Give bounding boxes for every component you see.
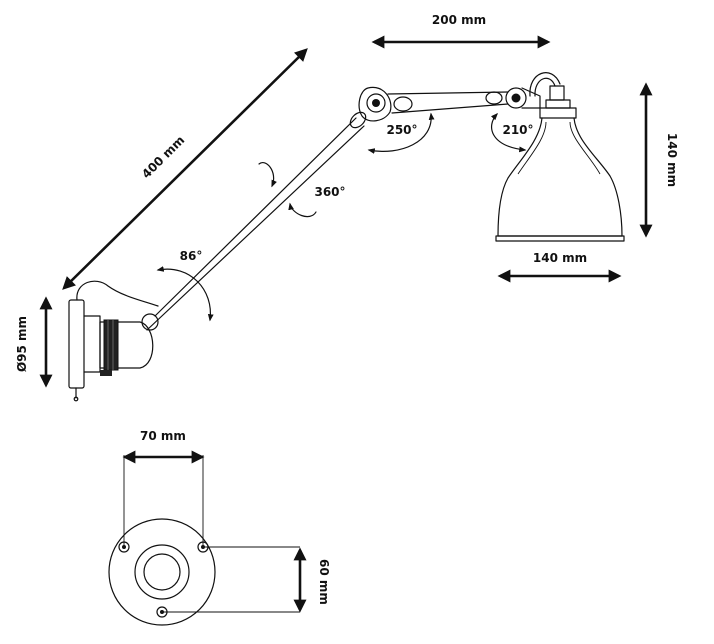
label-shade-height: 140 mm bbox=[665, 133, 679, 187]
label-shade-diameter: 140 mm bbox=[533, 251, 587, 265]
label-angle-shade: 210° bbox=[502, 123, 533, 137]
dim-arrow-arm-length bbox=[62, 48, 308, 290]
label-upper-arm: 200 mm bbox=[432, 13, 486, 27]
elbow-joint bbox=[358, 86, 413, 122]
label-angle-rotation: 360° bbox=[314, 185, 345, 199]
rotation-arrow-elbow bbox=[367, 112, 435, 154]
wall-base-side-view bbox=[68, 280, 159, 402]
label-plate-width: 70 mm bbox=[140, 429, 186, 443]
label-base-diameter: Ø95 mm bbox=[15, 316, 29, 372]
label-angle-base: 86° bbox=[180, 249, 203, 263]
lamp-shade bbox=[495, 72, 625, 242]
mounting-plate-front-view bbox=[108, 455, 300, 626]
rotation-arrow-arm-upper bbox=[258, 162, 277, 188]
label-plate-height: 60 mm bbox=[317, 559, 331, 605]
rotation-arrow-shade bbox=[490, 112, 527, 153]
rotation-arrow-base bbox=[156, 266, 214, 322]
rotation-arrow-arm-lower bbox=[288, 202, 317, 218]
upper-arm bbox=[387, 91, 509, 114]
label-angle-elbow: 250° bbox=[386, 123, 417, 137]
shade-joint bbox=[505, 87, 541, 109]
